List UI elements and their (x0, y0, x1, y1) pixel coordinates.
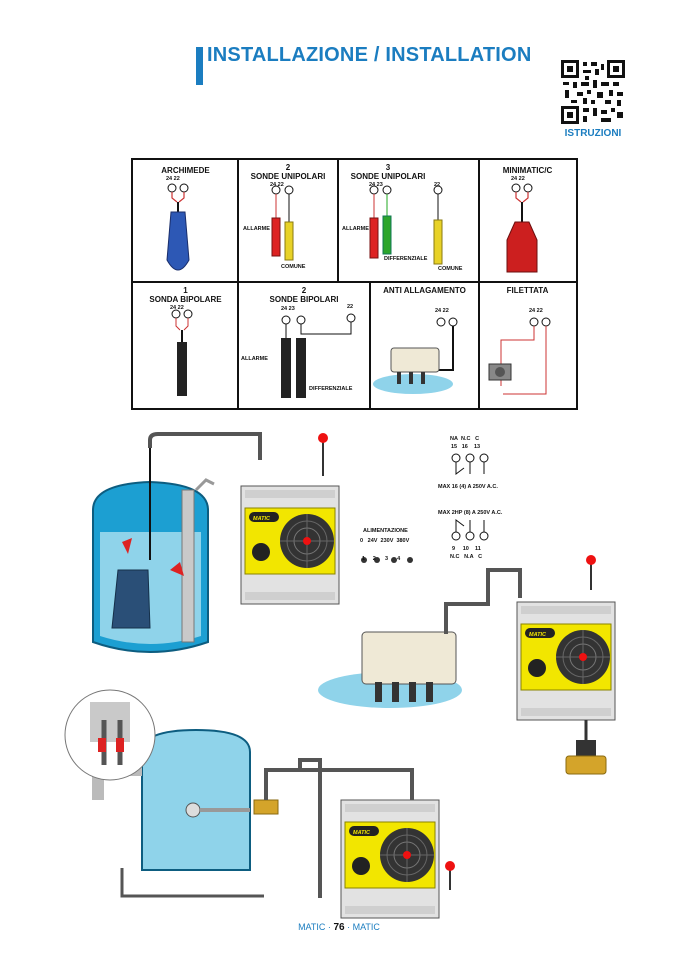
relay-top-nums: 15 16 13 (451, 444, 481, 450)
cell-title-archimede: ARCHIMEDE (161, 166, 210, 175)
cell-title-threaded: FILETTATA (506, 286, 549, 295)
cell-terms-bipolar-1: 24 22 (170, 305, 184, 311)
label-comune-3: COMUNE (438, 266, 463, 272)
power-nums: 1 2 3 4 (362, 556, 401, 562)
relay-top-labels: NA N.C C (450, 436, 480, 442)
pump-tank-illustration (92, 432, 262, 653)
matic-controller-2 (516, 601, 616, 721)
cell-terms-threaded: 24 22 (529, 308, 543, 314)
grid-lines (133, 160, 576, 408)
installation-diagram (64, 432, 616, 919)
cell-terms-unipolar-3-b: 22 (434, 182, 441, 188)
controller-brand-3: MATIC (353, 830, 371, 836)
page-title: INSTALLAZIONE / INSTALLATION (207, 44, 532, 66)
page-number: 76 (333, 922, 345, 933)
qr-code (561, 60, 625, 124)
archimede-probe-icon (166, 183, 190, 271)
matic-controller-1 (240, 485, 340, 605)
cell-terms-bipolar-2-a: 24 23 (281, 306, 295, 312)
matic-controller-3 (340, 799, 440, 919)
threaded-probe-icon (488, 317, 551, 395)
alarm-lamp-2 (586, 555, 596, 565)
unipolar-probes-3-icon (369, 185, 443, 265)
controller-brand-2: MATIC (529, 632, 547, 638)
qr-label: ISTRUZIONI (564, 128, 622, 139)
power-voltages: 0 24V 230V 380V (360, 538, 410, 544)
cell-terms-minimatic: 24 22 (511, 176, 525, 182)
relay-bottom-labels: N.C N.A C (450, 554, 483, 560)
controller-brand-1: MATIC (253, 516, 271, 522)
label-allarme-3: ALLARME (342, 226, 369, 232)
label-comune: COMUNE (281, 264, 306, 270)
label-allarme-bipolar: ALLARME (241, 356, 268, 362)
level-tank-illustration (64, 689, 414, 898)
label-differenziale-bipolar: DIFFERENZIALE (309, 386, 353, 392)
bipolar-probes-2-icon (281, 313, 356, 398)
title-accent-bar (196, 47, 203, 85)
cell-terms-anti-flooding: 24 22 (435, 308, 449, 314)
cell-title-anti-flooding: ANTI ALLAGAMENTO (383, 286, 466, 295)
minimatic-float-icon (506, 183, 538, 273)
cell-terms-unipolar-2: 24 22 (270, 182, 284, 188)
bipolar-probe-1-icon (171, 309, 193, 396)
alarm-lamp-3 (445, 861, 455, 871)
power-terminals (361, 557, 413, 563)
relay-max-rating-2: MAX 2HP (8) A 250V A.C. (438, 510, 503, 516)
label-allarme: ALLARME (243, 226, 270, 232)
cell-terms-unipolar-3-a: 24 23 (369, 182, 383, 188)
relay-contact-diagram (451, 453, 489, 541)
relay-max-rating-1: MAX 16 (4) A 250V A.C. (438, 484, 498, 490)
cell-terms-archimede: 24 22 (166, 176, 180, 182)
anti-flooding-illustration (318, 568, 522, 708)
power-title: ALIMENTAZIONE (363, 528, 408, 534)
cell-title-minimatic: MINIMATIC/C (502, 166, 553, 175)
anti-flooding-probe-icon (373, 317, 458, 394)
label-differenziale-3: DIFFERENZIALE (384, 256, 428, 262)
page-footer: MATIC · 76 · MATIC (298, 922, 380, 933)
unipolar-probes-2-icon (271, 185, 294, 261)
cell-terms-bipolar-2-b: 22 (347, 304, 354, 310)
solenoid-valve-icon (565, 720, 607, 775)
relay-bottom-nums: 9 10 11 (452, 546, 481, 552)
alarm-lamp-1 (318, 433, 328, 443)
